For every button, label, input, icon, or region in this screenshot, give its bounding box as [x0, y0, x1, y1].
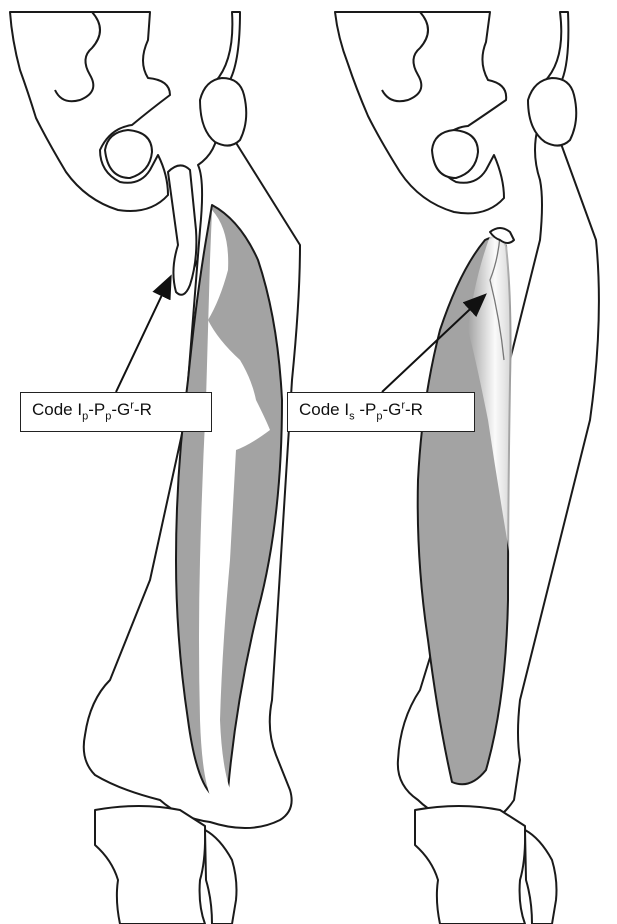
right-tibia	[415, 806, 525, 924]
right-panel	[335, 12, 599, 924]
code-label-left: Code Ip-Pp-Gr-R	[20, 392, 212, 432]
code-label-left-suffix: -R	[134, 400, 152, 419]
left-panel	[10, 12, 300, 924]
left-tibia	[95, 806, 205, 924]
left-pelvis	[10, 12, 170, 211]
code-label-right-suffix: -R	[405, 400, 423, 419]
left-arrow	[116, 278, 170, 392]
code-label-left-prefix: Code I	[32, 400, 82, 419]
code-label-right-mid2: -G	[382, 400, 401, 419]
right-fibula	[525, 830, 557, 924]
right-obturator-foramen	[432, 130, 478, 178]
code-label-left-mid1: -P	[88, 400, 105, 419]
left-ischium	[168, 165, 196, 294]
left-fibula	[205, 830, 237, 924]
code-label-left-mid2: -G	[111, 400, 130, 419]
left-greater-trochanter	[200, 78, 246, 146]
code-label-right: Code Is -Pp-Gr-R	[287, 392, 475, 432]
code-label-right-mid1: -P	[355, 400, 377, 419]
left-obturator-foramen	[105, 130, 152, 178]
code-label-right-prefix: Code I	[299, 400, 349, 419]
right-pelvis	[335, 12, 506, 213]
